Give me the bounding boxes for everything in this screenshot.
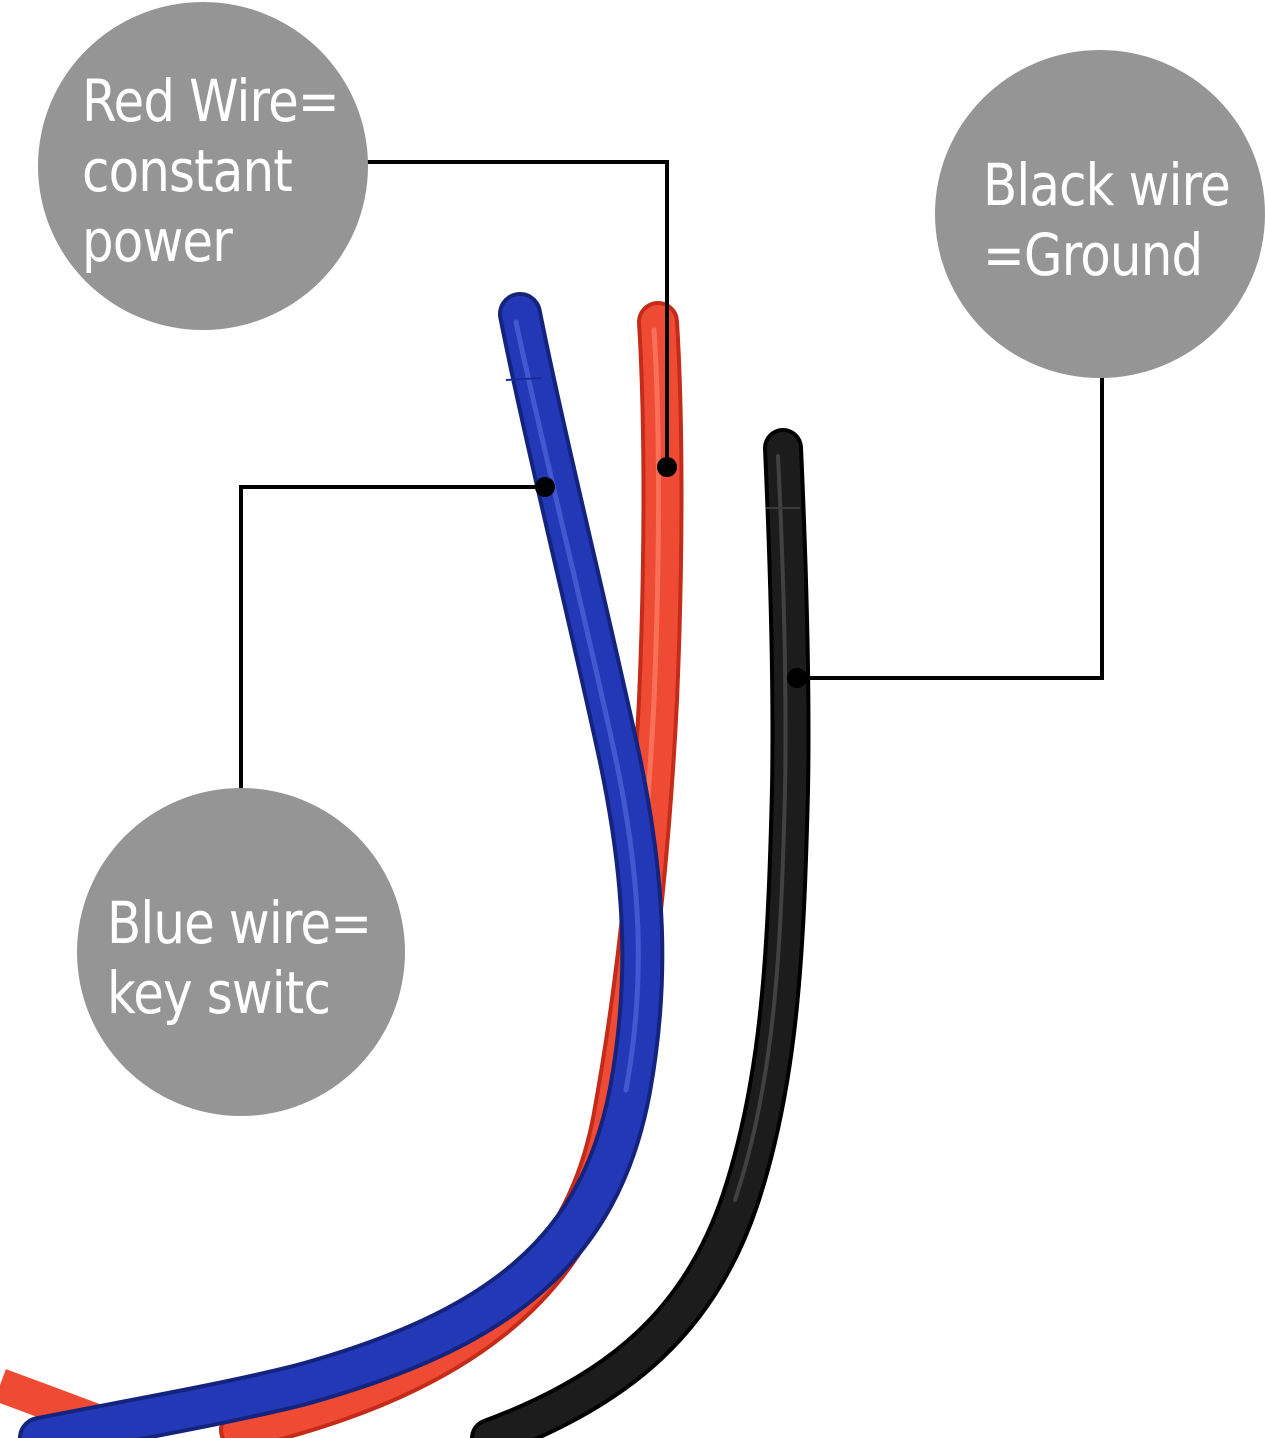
black-wire-label-bubble: Black wire =Ground <box>935 50 1265 378</box>
red-wire-label-line-1: Red Wire= <box>82 67 340 135</box>
blue-wire-label: Blue wire= key switc <box>107 888 372 1028</box>
black-wire <box>470 428 811 1438</box>
black-wire-label: Black wire =Ground <box>983 150 1231 290</box>
black-wire-label-line-2: =Ground <box>983 221 1203 289</box>
leader-line-black <box>787 375 1104 688</box>
black-wire-marker <box>787 668 807 688</box>
red-wire-marker <box>657 457 677 477</box>
blue-wire <box>18 292 665 1438</box>
leader-line-blue <box>239 477 555 790</box>
blue-wire-label-line-2: key switc <box>107 959 331 1027</box>
black-wire-label-line-1: Black wire <box>983 151 1231 219</box>
red-wire-label-bubble: Red Wire= constant power <box>38 2 368 330</box>
red-wire-label-line-3: power <box>82 207 233 275</box>
red-wire-label: Red Wire= constant power <box>82 66 340 276</box>
blue-wire-marker <box>535 477 555 497</box>
blue-wire-label-bubble: Blue wire= key switc <box>77 788 405 1116</box>
blue-wire-label-line-1: Blue wire= <box>107 889 372 957</box>
leader-line-red <box>360 160 677 477</box>
red-wire-label-line-2: constant <box>82 137 293 205</box>
